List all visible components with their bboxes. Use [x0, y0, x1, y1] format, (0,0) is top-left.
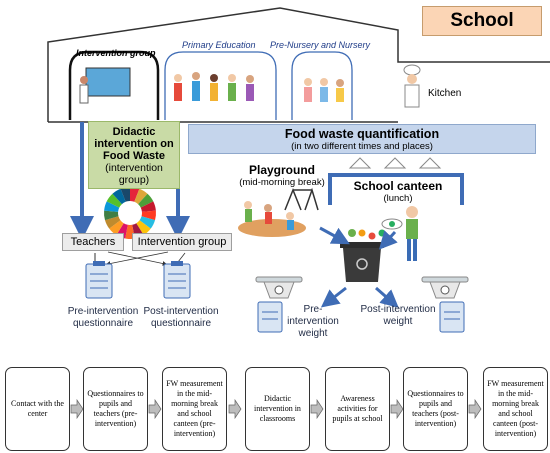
sdg-segment [109, 220, 124, 236]
didactic-intervention-box: Didactic intervention on Food Waste (int… [88, 121, 180, 189]
timeline-arrow [310, 398, 324, 420]
process-step: Contact with the center [5, 367, 70, 451]
clipboard-post-icon [163, 261, 191, 299]
sdg-segment [139, 216, 156, 229]
clipboard-pre-icon [85, 261, 113, 299]
food-waste-icon [348, 218, 403, 240]
timeline-arrow [148, 398, 162, 420]
sdg-wheel-icon [104, 187, 156, 239]
playground-title: Playground [248, 163, 315, 177]
room-intervention [68, 50, 160, 120]
timeline-arrow [70, 398, 84, 420]
didactic-sub: (intervention group) [105, 162, 163, 186]
trash-bin-icon [340, 242, 384, 282]
canteen-sub: (lunch) [383, 193, 413, 204]
canteen-label: School canteen (lunch) [340, 179, 456, 204]
room-prenursery [291, 51, 353, 120]
scale-pre-icon [255, 276, 303, 299]
step-text: Didactic intervention in classrooms [254, 394, 301, 423]
process-step: Questionnaires to pupils and teachers (p… [403, 367, 468, 451]
teacher-icon [80, 76, 88, 84]
timeline-arrows [70, 398, 482, 420]
food-waste-quantification-box: Food waste quantification (in two differ… [188, 124, 536, 154]
sdg-segment [104, 216, 121, 229]
room-label-primary: Primary Education [182, 40, 256, 50]
pre-questionnaire-label: Pre-intervention questionnaire [67, 306, 139, 329]
sdg-segment [134, 188, 148, 205]
step-text: FW measurement in the mid-morning break … [487, 379, 544, 438]
sdg-segment [104, 210, 119, 221]
sdg-segment [120, 187, 130, 202]
canteen-outline [328, 173, 464, 205]
fwq-sub: (in two different times and places) [291, 141, 433, 152]
process-step: FW measurement in the mid-morning break … [483, 367, 548, 451]
fwq-title: Food waste quantification [284, 127, 440, 141]
school-building-outline [47, 7, 550, 122]
step-text: Questionnaires to pupils and teachers (p… [87, 389, 144, 428]
process-step: Awareness activities for pupils at schoo… [325, 367, 390, 451]
process-step: Didactic intervention in classrooms [245, 367, 310, 451]
step-text: Contact with the center [11, 399, 64, 418]
room-primary [164, 51, 277, 120]
primary-kids-icon [174, 72, 254, 101]
intervention-group-box: Intervention group [132, 233, 232, 251]
whiteboard-icon [85, 67, 131, 97]
sdg-segment [112, 188, 126, 205]
post-weight-label: Post-intervention weight [360, 304, 436, 327]
playground-sub: (mid-morning break) [239, 177, 325, 188]
sdg-segment [138, 193, 154, 208]
process-step: Questionnaires to pupils and teachers (p… [83, 367, 148, 451]
nursery-kids-icon [304, 78, 344, 102]
arrow-playground-bin [319, 226, 350, 245]
arrow-canteen-bin [378, 230, 398, 250]
step-text: FW measurement in the mid-morning break … [166, 379, 223, 438]
timeline-arrow [390, 398, 404, 420]
canteen-title: School canteen [353, 179, 443, 193]
arrow-bin-pre [320, 286, 347, 308]
sdg-segment [140, 201, 156, 212]
step-text: Questionnaires to pupils and teachers (p… [407, 389, 464, 428]
sdg-segment [130, 187, 140, 202]
playground-icon [238, 187, 319, 237]
arrow-bin-post [375, 286, 399, 308]
chef-icon [403, 64, 421, 108]
kitchen-label: Kitchen [428, 88, 462, 99]
post-questionnaire-label: Post-intervention questionnaire [143, 306, 219, 329]
sdg-segment [141, 210, 156, 221]
playground-label: Playground (mid-morning break) [222, 163, 342, 188]
sdg-segment [104, 201, 120, 212]
room-label-prenursery: Pre-Nursery and Nursery [270, 40, 371, 50]
sdg-segment [106, 193, 122, 208]
teachers-box: Teachers [62, 233, 124, 251]
scale-post-icon [421, 276, 469, 299]
timeline-arrow [468, 398, 482, 420]
school-label: School [422, 6, 542, 36]
didactic-title: Didactic intervention on Food Waste [94, 126, 174, 162]
weight-form-pre-icon [257, 301, 283, 333]
lamps-icon [348, 157, 442, 169]
canteen-kid-icon [406, 206, 418, 261]
timeline-arrow [228, 398, 242, 420]
weight-form-post-icon [439, 301, 465, 333]
pre-weight-label: Pre-intervention weight [287, 304, 339, 339]
room-label-intervention: Intervention group [76, 48, 156, 58]
step-text: Awareness activities for pupils at schoo… [332, 394, 383, 423]
process-step: FW measurement in the mid-morning break … [162, 367, 227, 451]
sdg-segment [136, 220, 151, 236]
